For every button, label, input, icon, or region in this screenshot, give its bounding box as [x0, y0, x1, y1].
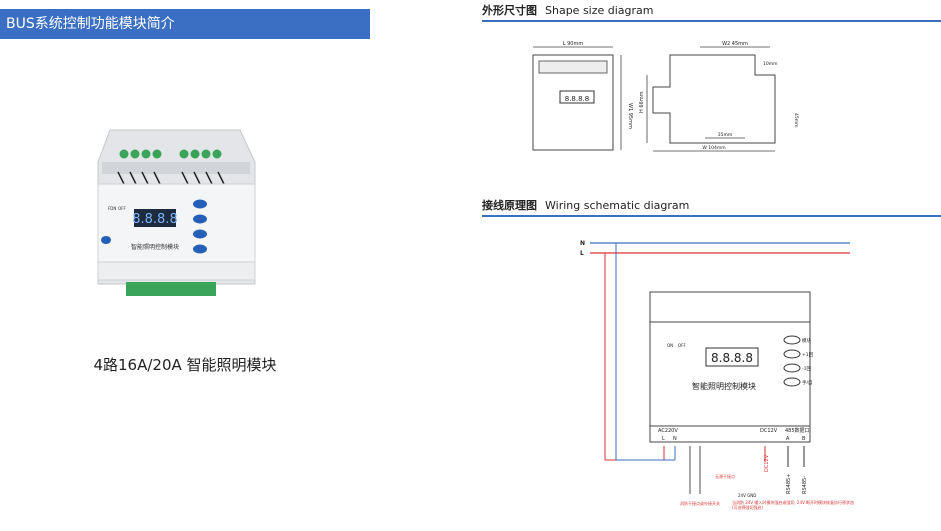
shape-size-heading: 外形尺寸图 Shape size diagram — [482, 2, 654, 18]
wiring-dc: DC12V — [760, 428, 778, 434]
plus-button — [193, 214, 207, 224]
wiring-note-mid: 无源干接点 — [715, 473, 735, 479]
wiring-rs485p: RS485+ — [786, 474, 792, 494]
wiring-btn-4: 手/自 — [802, 379, 813, 386]
manual-button — [193, 244, 207, 254]
display-digits: 8.8.8.8 — [132, 212, 177, 227]
on-label: FDN — [108, 206, 116, 211]
wiring-btn-3: -1回 — [802, 366, 811, 372]
wiring-b-term: B — [802, 436, 806, 442]
wiring-n-term: N — [673, 436, 677, 442]
wiring-title-cn: 接线原理图 — [482, 199, 537, 212]
wiring-dc12: DC12V — [764, 454, 770, 472]
shape-title-en: Shape size diagram — [545, 4, 654, 17]
wiring-a-term: A — [786, 436, 790, 442]
dim-45: 45mm — [793, 113, 799, 128]
wiring-heading: 接线原理图 Wiring schematic diagram — [482, 197, 689, 213]
reset-button — [101, 236, 111, 244]
wiring-note-24: 24V GND — [738, 493, 756, 498]
wiring-note-left: 消防干接点或外接开关 — [680, 500, 720, 506]
label-l: L — [580, 250, 584, 257]
dim-h: H 66mm — [639, 91, 645, 113]
wiring-module-name: 智能照明控制模块 — [692, 381, 756, 391]
wiring-ac: AC220V — [658, 428, 678, 434]
dim-w: W 104mm — [702, 145, 725, 151]
wiring-display: 8.8.8.8 — [711, 351, 753, 365]
bottom-terminal-group — [126, 282, 216, 296]
module-button — [193, 199, 207, 209]
shape-rule — [482, 20, 941, 22]
section-banner: BUS系统控制功能模块简介 — [0, 9, 370, 39]
wiring-rs485m: RS485- — [802, 476, 808, 494]
module-name: 智能照明控制模块 — [131, 243, 179, 251]
wiring-l-term: L — [662, 436, 665, 442]
product-caption: 4路16A/20A 智能照明模块 — [93, 356, 277, 374]
wiring-title-en: Wiring schematic diagram — [545, 199, 690, 212]
dim-l: L 90mm — [563, 41, 584, 47]
top-terminal-group — [119, 149, 222, 159]
wiring-note-right: 当消防 24V 输入时模块强启或强切, 24V 断开时模块恢复执行原状态(可选择… — [732, 500, 855, 510]
label-n: N — [580, 240, 585, 247]
wiring-rs: 485数据口 — [785, 427, 810, 434]
shape-title-cn: 外形尺寸图 — [482, 4, 537, 17]
wiring-on: ON — [667, 343, 673, 348]
dim-10: 10mm — [763, 61, 778, 67]
wiring-rule — [482, 215, 941, 217]
dimension-diagram: L 90mm 8.8.8.8 W1 95mm W2 45mm H 66mm 10… — [532, 41, 799, 152]
wiring-btn-2: +1回 — [802, 352, 814, 358]
off-label: OFF — [118, 206, 126, 211]
wiring-diagram: N L 8.8.8.8 智能照明控制模块 ON OFF 模块 +1回 -1回 手… — [580, 240, 855, 510]
wiring-btn-1: 模块 — [802, 337, 811, 344]
wiring-off: OFF — [678, 343, 686, 348]
dim-w1: W1 95mm — [627, 103, 633, 129]
dim-w2: W2 45mm — [722, 41, 748, 47]
dim-35: 35mm — [718, 132, 733, 138]
minus-button — [193, 229, 207, 239]
module-product-image: FDN OFF 8.8.8.8 智能照明控制模块 — [97, 129, 256, 296]
dim-display: 8.8.8.8 — [565, 95, 590, 103]
